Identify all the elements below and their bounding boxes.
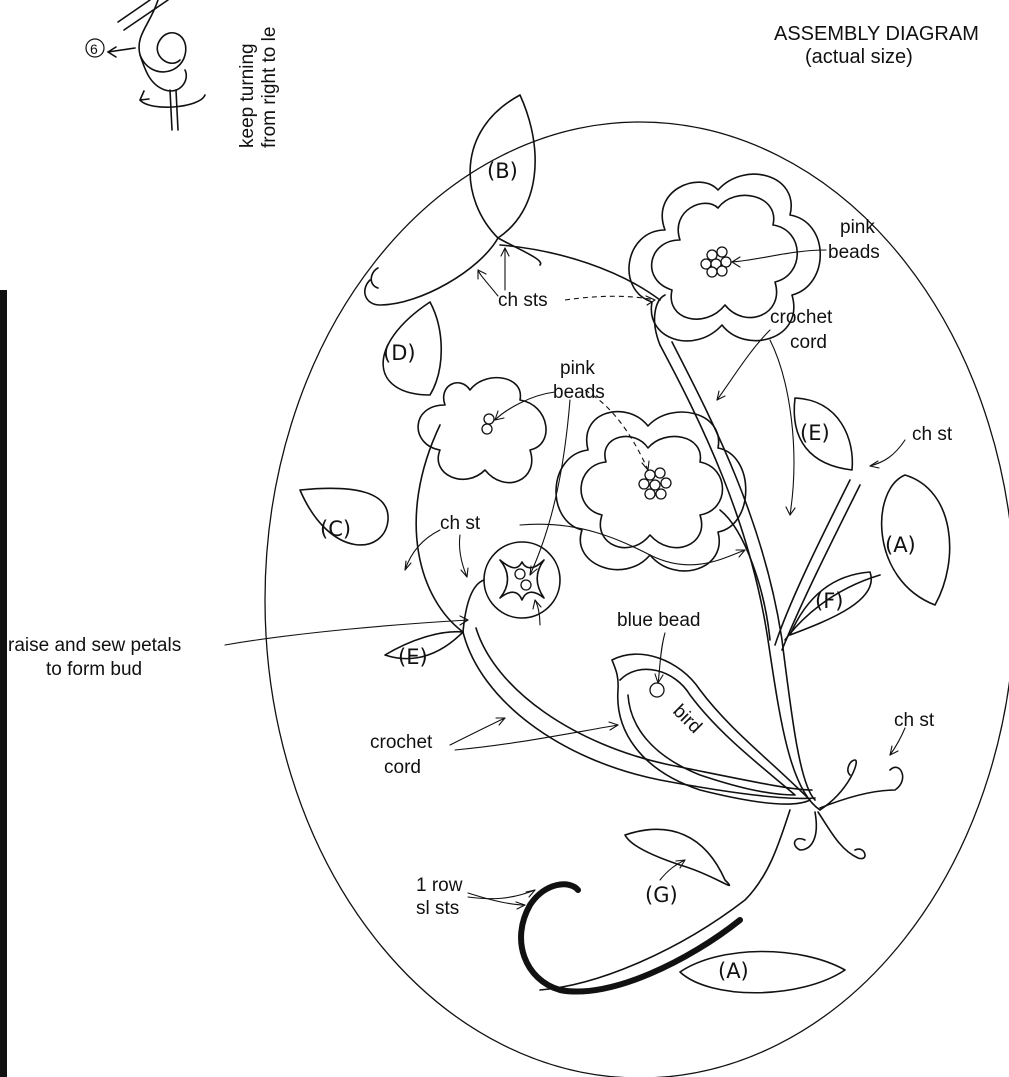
- turning-note: keep turning from right to le: [237, 27, 280, 148]
- turning-note-line-2: from right to le: [259, 27, 280, 148]
- ch-sts-label: ch sts: [498, 290, 548, 311]
- leaf-G: (G): [625, 829, 729, 907]
- bud: [463, 542, 560, 632]
- crochet-cord-low-line-1: crochet: [370, 732, 433, 753]
- crochet-cord-top-line-2: cord: [790, 332, 827, 353]
- pink-bead-cluster-top: [701, 247, 731, 277]
- ch-st-right-label: ch st: [912, 424, 953, 445]
- ch-st-mid-label: ch st: [440, 513, 481, 534]
- leaf-E-upper-label: (E): [800, 421, 830, 445]
- pink-beads-mid-line-1: pink: [560, 358, 595, 379]
- diagram-subtitle: (actual size): [805, 46, 913, 68]
- row-sl-sts-line-2: sl sts: [416, 898, 459, 919]
- oval-outline: [265, 122, 1009, 1077]
- leaf-F-label: (F): [815, 589, 843, 613]
- crochet-cord-low-line-2: cord: [384, 757, 421, 778]
- leaf-C: (C): [300, 488, 388, 545]
- leaf-E-lower-label: (E): [398, 645, 428, 669]
- blue-bead-label: blue bead: [617, 610, 700, 631]
- leaf-D-label: (D): [383, 341, 416, 365]
- leaf-B-label: (B): [487, 159, 518, 183]
- raise-sew-line-1: raise and sew petals: [8, 635, 181, 656]
- step-number: 6: [90, 41, 98, 57]
- bird: bird: [612, 654, 810, 804]
- leaf-C-label: (C): [320, 517, 351, 541]
- row-sl-sts-line-1: 1 row: [416, 875, 463, 896]
- turning-note-line-1: keep turning: [237, 43, 258, 148]
- leaf-A-right: (A): [882, 475, 950, 605]
- pink-beads-top-line-1: pink: [840, 217, 875, 238]
- leaf-E-lower: (E): [385, 632, 463, 669]
- leaf-A-right-label: (A): [885, 533, 916, 557]
- leaf-A-bottom-label: (A): [718, 959, 749, 983]
- ch-st-lower-right-label: ch st: [894, 710, 935, 731]
- crochet-cord-top-line-1: crochet: [770, 307, 833, 328]
- pink-bead-cluster-middle: [639, 468, 671, 499]
- knot-illustration: 6: [86, 0, 205, 130]
- leaf-D: (D): [383, 302, 441, 395]
- leaf-E-upper: (E): [794, 398, 852, 470]
- leaf-G-label: (G): [645, 883, 678, 907]
- leaf-B: (B): [470, 95, 535, 238]
- pink-beads-top-line-2: beads: [828, 242, 880, 263]
- sl-sts-hook: [521, 884, 740, 991]
- tail-curls: [795, 760, 903, 859]
- leaf-A-bottom: (A): [680, 951, 845, 992]
- raise-sew-line-2: to form bud: [46, 659, 142, 680]
- blue-bead: [650, 683, 664, 697]
- flower-middle: [556, 412, 746, 571]
- pink-bead-small-flower: [482, 414, 494, 434]
- bird-label: bird: [668, 701, 705, 738]
- diagram-title: ASSEMBLY DIAGRAM: [774, 23, 979, 45]
- pink-beads-mid-line-2: beads: [553, 382, 605, 403]
